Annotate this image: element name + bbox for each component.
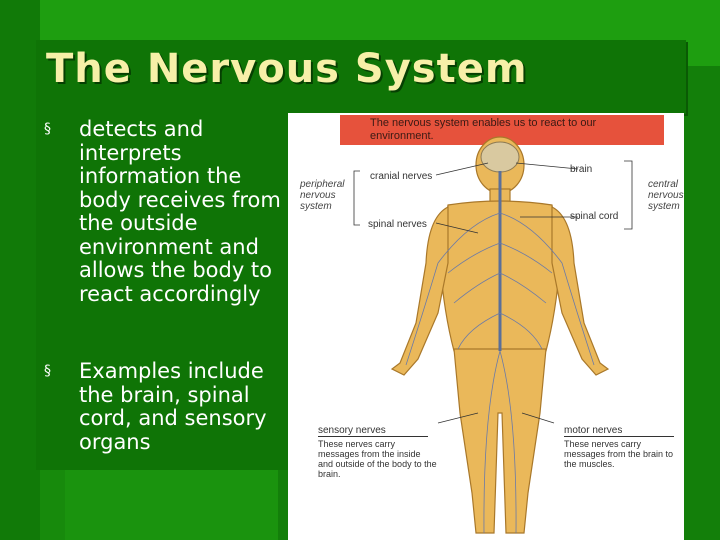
- bullet-text: detects and interprets information the b…: [79, 117, 281, 306]
- bullet-marker: §: [44, 363, 51, 379]
- title-bar: The Nervous System: [36, 40, 686, 114]
- label-spinal-cord: spinal cord: [570, 211, 619, 222]
- slide-title: The Nervous System: [46, 46, 528, 92]
- background-stripe: [0, 0, 40, 540]
- text-panel: § detects and interprets information the…: [36, 114, 288, 470]
- figure-banner-text: The nervous system enables us to react t…: [370, 117, 597, 142]
- label-brain: brain: [570, 164, 593, 175]
- body-illustration: [353, 136, 633, 534]
- bullet-marker: §: [44, 121, 51, 137]
- background-stripe: [40, 470, 65, 540]
- label-cranial-nerves: cranial nerves: [370, 171, 433, 182]
- motor-nerves-caption: These nerves carry messages from the bra…: [564, 439, 674, 469]
- label-peripheral-nervous-system: peripheral nervous system: [300, 179, 345, 212]
- label-spinal-nerves: spinal nerves: [368, 219, 427, 230]
- sensory-nerves-heading: sensory nerves: [318, 425, 428, 437]
- sensory-nerves-caption: These nerves carry messages from the ins…: [318, 439, 437, 479]
- background-block: [65, 470, 280, 540]
- label-central-nervous-system: central nervous system: [648, 179, 684, 212]
- bullet-text: Examples include the brain, spinal cord,…: [79, 359, 267, 454]
- motor-nerves-heading: motor nerves: [564, 425, 674, 437]
- nervous-system-figure: The nervous system enables us to react t…: [288, 113, 684, 540]
